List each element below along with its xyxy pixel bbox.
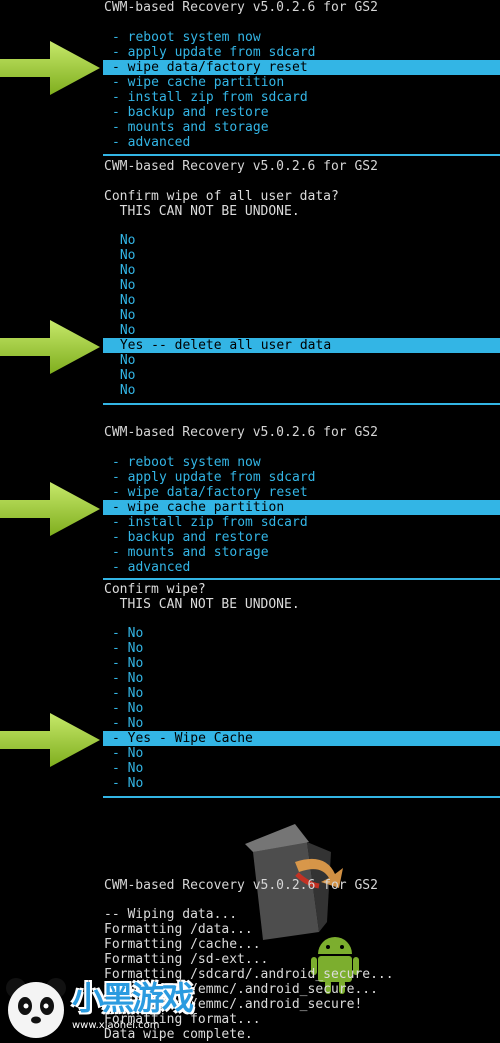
- option-label: No: [127, 656, 144, 671]
- warning-text: THIS CAN NOT BE UNDONE.: [104, 597, 300, 612]
- log-line: Formatting /sdcard/.android_secure...: [104, 967, 394, 982]
- option-label: No: [127, 626, 144, 641]
- menu-item-mounts-storage[interactable]: - mounts and storage: [112, 545, 269, 560]
- menu-item-backup-restore[interactable]: - backup and restore: [112, 105, 269, 120]
- pointer-arrow-icon: [0, 41, 100, 95]
- menu-item-wipe-data[interactable]: - wipe data/factory reset: [112, 485, 308, 500]
- option-yes-wipe-cache-selected[interactable]: - Yes - Wipe Cache: [103, 731, 500, 746]
- option-no[interactable]: No: [112, 263, 136, 278]
- option-no[interactable]: No: [112, 278, 136, 293]
- pointer-arrow-icon: [0, 713, 100, 767]
- menu-item-wipe-data-selected[interactable]: - wipe data/factory reset: [103, 60, 500, 75]
- menu-item-backup-restore[interactable]: - backup and restore: [112, 530, 269, 545]
- confirm-prompt: Confirm wipe of all user data?: [104, 189, 339, 204]
- option-label: No: [127, 716, 144, 731]
- option-no[interactable]: - No: [112, 626, 144, 641]
- option-label: Yes - Wipe Cache: [127, 731, 253, 746]
- menu-divider: [103, 578, 500, 580]
- recovery-header: CWM-based Recovery v5.0.2.6 for GS2: [104, 159, 378, 174]
- recovery-header: CWM-based Recovery v5.0.2.6 for GS2: [104, 878, 378, 893]
- log-line: Formatting format...: [104, 1012, 261, 1027]
- pointer-arrow-icon: [0, 482, 100, 536]
- watermark: 小黑游戏 www.xiaohei.com: [0, 972, 200, 1043]
- confirm-prompt: Confirm wipe?: [104, 582, 206, 597]
- option-label: No: [127, 701, 144, 716]
- option-label: No: [127, 686, 144, 701]
- log-line: -- Wiping data...: [104, 907, 238, 922]
- menu-divider: [103, 796, 500, 798]
- option-no[interactable]: No: [112, 353, 136, 368]
- menu-item-apply-update[interactable]: - apply update from sdcard: [112, 470, 316, 485]
- option-label: No: [127, 776, 144, 791]
- option-no[interactable]: No: [112, 233, 136, 248]
- menu-item-reboot[interactable]: - reboot system now: [112, 455, 261, 470]
- option-no[interactable]: - No: [112, 701, 144, 716]
- watermark-url: www.xiaohei.com: [72, 1020, 160, 1031]
- log-line: Formatting /cache...: [104, 937, 261, 952]
- recovery-header: CWM-based Recovery v5.0.2.6 for GS2: [104, 0, 378, 15]
- menu-item-wipe-cache[interactable]: - wipe cache partition: [112, 75, 285, 90]
- menu-item-wipe-cache-selected[interactable]: - wipe cache partition: [103, 500, 500, 515]
- option-no[interactable]: No: [112, 383, 136, 398]
- recovery-header: CWM-based Recovery v5.0.2.6 for GS2: [104, 425, 378, 440]
- option-no[interactable]: - No: [112, 746, 144, 761]
- option-no[interactable]: - No: [112, 656, 144, 671]
- option-yes-delete-selected[interactable]: Yes -- delete all user data: [103, 338, 500, 353]
- option-no[interactable]: - No: [112, 761, 144, 776]
- option-no[interactable]: - No: [112, 641, 144, 656]
- menu-item-advanced[interactable]: - advanced: [112, 135, 191, 150]
- option-no[interactable]: - No: [112, 776, 144, 791]
- menu-divider: [103, 403, 500, 405]
- option-label: No: [127, 761, 144, 776]
- android-robot-icon: [311, 937, 359, 994]
- menu-item-install-zip[interactable]: - install zip from sdcard: [112, 515, 308, 530]
- option-no[interactable]: - No: [112, 686, 144, 701]
- option-no[interactable]: No: [112, 368, 136, 383]
- option-label: No: [127, 641, 144, 656]
- panda-logo-icon: [6, 978, 66, 1038]
- menu-item-mounts-storage[interactable]: - mounts and storage: [112, 120, 269, 135]
- menu-item-install-zip[interactable]: - install zip from sdcard: [112, 90, 308, 105]
- pointer-arrow-icon: [0, 320, 100, 374]
- log-line: Formatting /sd-ext...: [104, 952, 269, 967]
- wipe-box-icon: [245, 824, 343, 940]
- option-no[interactable]: No: [112, 293, 136, 308]
- menu-divider: [103, 154, 500, 156]
- option-label: No: [127, 746, 144, 761]
- watermark-title: 小黑游戏: [72, 979, 194, 1017]
- option-no[interactable]: No: [112, 248, 136, 263]
- log-line: Formatting /data...: [104, 922, 253, 937]
- log-line: Formatting /emmc/.android_secure...: [104, 982, 378, 997]
- option-no[interactable]: No: [112, 323, 136, 338]
- option-no[interactable]: - No: [112, 671, 144, 686]
- menu-item-apply-update[interactable]: - apply update from sdcard: [112, 45, 316, 60]
- menu-item-reboot[interactable]: - reboot system now: [112, 30, 261, 45]
- log-line: Formatting /emmc/.android_secure!: [104, 997, 363, 1012]
- option-no[interactable]: - No: [112, 716, 144, 731]
- option-no[interactable]: No: [112, 308, 136, 323]
- log-line: Data wipe complete.: [104, 1027, 253, 1042]
- menu-item-advanced[interactable]: - advanced: [112, 560, 191, 575]
- option-label: No: [127, 671, 144, 686]
- warning-text: THIS CAN NOT BE UNDONE.: [104, 204, 300, 219]
